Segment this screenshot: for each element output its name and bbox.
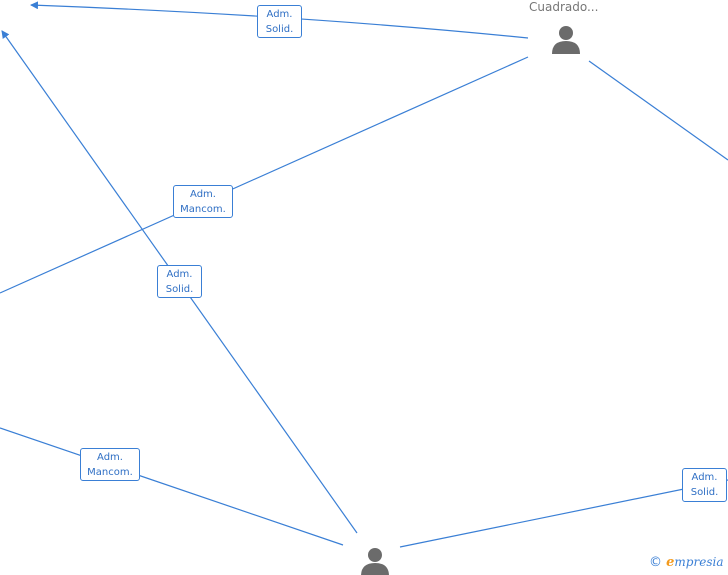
role-box-adm-solid-top[interactable]: Adm. Solid. [257,5,302,38]
role-line2: Mancom. [87,467,133,478]
edge-bottom-person-to-left [0,427,344,546]
role-line2: Solid. [165,284,194,295]
top-person-label[interactable]: Cuadrado... [529,0,599,14]
role-line1: Adm. [266,9,293,20]
role-line2: Solid. [690,487,719,498]
brand-initial: e [666,555,675,570]
empresia-watermark: © empresia [649,555,723,570]
brand-name: mpresia [674,555,724,569]
role-box-adm-solid-middle[interactable]: Adm. Solid. [157,265,202,298]
edge-top-person-to-mid-left [0,56,529,294]
role-line1: Adm. [97,452,123,463]
role-line2: Solid. [265,24,294,35]
role-line2: Mancom. [180,204,226,215]
edge-top-person-to-right [588,60,728,161]
role-box-adm-solid-right[interactable]: Adm. Solid. [682,468,727,502]
copyright-icon: © [649,555,662,570]
role-line1: Adm. [691,472,718,483]
role-line1: Adm. [166,269,193,280]
edge-bottom-person-to-right [399,479,728,548]
role-box-adm-mancom-upper[interactable]: Adm. Mancom. [173,185,233,218]
role-box-adm-mancom-lower[interactable]: Adm. Mancom. [80,448,140,481]
role-line1: Adm. [190,189,216,200]
bottom-person-icon[interactable] [360,546,390,575]
top-person-icon[interactable] [551,24,581,54]
